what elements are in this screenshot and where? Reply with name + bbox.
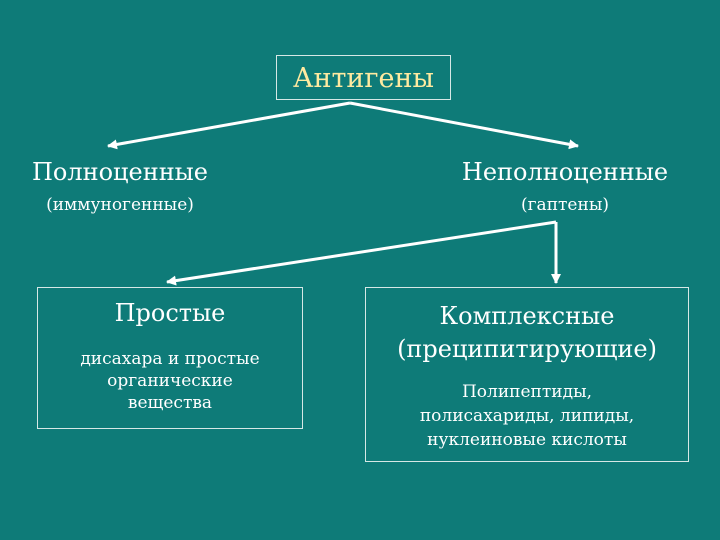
simple-node: Простые дисахара и простые органические … [37,287,303,429]
complex-node: Комплексные (преципитирующие) Полипептид… [365,287,689,462]
incomplete-antigens-subtitle: (гаптены) [521,195,609,215]
simple-title: Простые [114,299,226,327]
arrow-root-to-incomplete [349,101,579,150]
incomplete-antigens-title: Неполноценные [461,158,669,186]
full-antigens-title: Полноценные [31,158,208,186]
simple-description: дисахара и простые органические вещества [80,349,260,413]
root-label: Антигены [293,63,434,94]
root-node-antigens: Антигены [276,55,451,100]
arrow-root-to-full [107,101,351,150]
complex-description: Полипептиды, полисахариды, липиды, нукле… [419,382,635,450]
arrow-incomplete-to-simple [166,220,557,286]
complex-title: Комплексные (преципитирующие) [397,302,657,363]
full-antigens-subtitle: (иммуногенные) [46,195,194,215]
